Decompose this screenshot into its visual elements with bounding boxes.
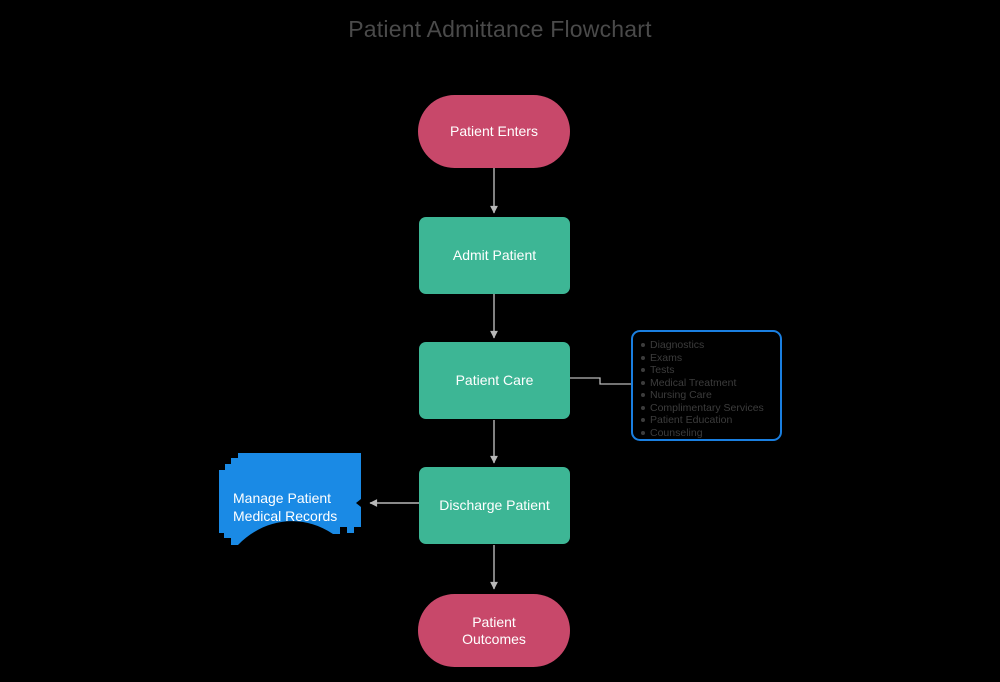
list-item-label: Tests	[650, 364, 675, 376]
list-item: Nursing Care	[641, 389, 772, 402]
list-item: Counseling	[641, 427, 772, 440]
node-discharge-patient-label: Discharge Patient	[439, 497, 550, 513]
care-activities-list: Diagnostics Exams Tests Medical Treatmen…	[641, 339, 772, 439]
node-discharge-patient[interactable]: Discharge Patient	[419, 467, 570, 544]
list-item-label: Exams	[650, 351, 683, 364]
bullet-icon	[641, 343, 645, 348]
node-patient-outcomes[interactable]: Patient Outcomes	[418, 594, 570, 667]
list-item: Diagnostics	[641, 339, 772, 352]
page-title: Patient Admittance Flowchart	[348, 16, 652, 42]
node-admit-patient-label: Admit Patient	[452, 247, 537, 263]
node-admit-patient[interactable]: Admit Patient	[419, 217, 570, 294]
list-item: Medical Treatment	[641, 377, 772, 390]
list-item: Patient Education	[641, 414, 772, 427]
list-item-label: Counseling	[650, 426, 703, 439]
care-activities-listbox[interactable]: Diagnostics Exams Tests Medical Treatmen…	[631, 330, 782, 441]
bullet-icon	[641, 368, 645, 373]
bullet-icon	[641, 393, 645, 398]
node-patient-care[interactable]: Patient Care	[419, 342, 570, 419]
medical-records-document-shape[interactable]	[219, 453, 361, 545]
bullet-icon	[641, 405, 645, 410]
bullet-icon	[641, 380, 645, 385]
node-patient-enters-label: Patient Enters	[450, 123, 538, 139]
list-item-label: Diagnostics	[650, 339, 705, 351]
bullet-icon	[641, 355, 645, 360]
node-patient-outcomes-label: Patient Outcomes	[462, 614, 526, 648]
node-patient-outcomes-label-line2: Outcomes	[462, 630, 526, 647]
list-item-label: Medical Treatment	[650, 376, 737, 389]
bullet-icon	[641, 418, 645, 423]
node-patient-outcomes-label-line1: Patient	[472, 613, 516, 630]
list-item-label: Patient Education	[650, 414, 733, 426]
list-item: Exams	[641, 352, 772, 365]
node-patient-care-label: Patient Care	[455, 372, 534, 388]
list-item-label: Nursing Care	[650, 389, 712, 401]
list-item: Complimentary Services	[641, 402, 772, 415]
list-item: Tests	[641, 364, 772, 377]
bullet-icon	[641, 430, 645, 435]
connector-patient-care-to-care-list	[570, 377, 631, 385]
node-patient-enters[interactable]: Patient Enters	[418, 95, 570, 168]
list-item-label: Complimentary Services	[650, 401, 764, 414]
